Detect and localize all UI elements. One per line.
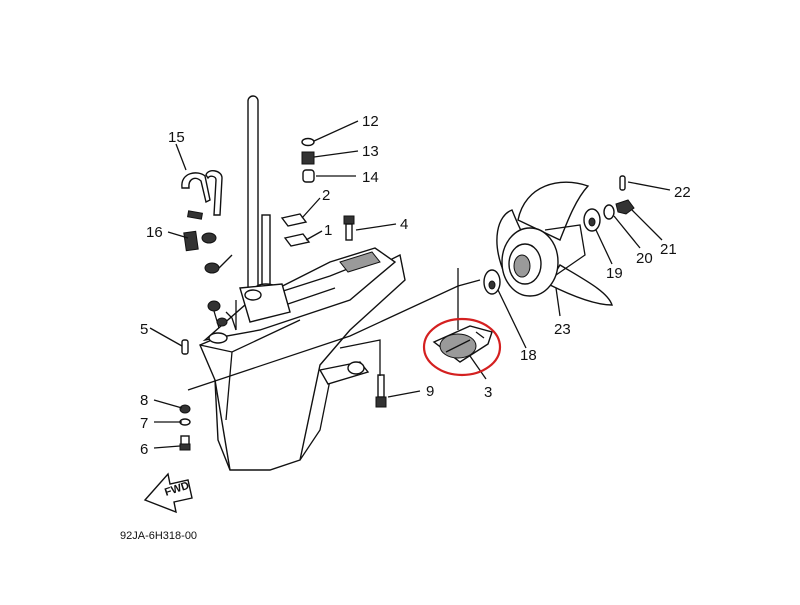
bolt-part-4 <box>343 215 355 241</box>
callout-5: 5 <box>140 321 148 338</box>
callout-20: 20 <box>636 250 653 267</box>
drive-shaft <box>239 95 291 323</box>
callout-9: 9 <box>426 383 434 400</box>
callout-2: 2 <box>322 187 330 204</box>
callout-labels: 15 16 5 8 7 6 12 13 14 2 1 4 9 3 18 23 1… <box>140 113 691 458</box>
callout-15: 15 <box>168 129 185 146</box>
small-parts-cluster <box>183 210 237 344</box>
keys-part-1-2 <box>280 213 311 247</box>
callout-3: 3 <box>484 384 492 401</box>
highlight-circle <box>422 317 502 377</box>
callout-12: 12 <box>362 113 379 130</box>
callout-6: 6 <box>140 441 148 458</box>
propeller-part-23 <box>496 181 613 306</box>
washer-part-18 <box>483 269 501 295</box>
callout-16: 16 <box>146 224 163 241</box>
bolt-part-9 <box>375 374 387 408</box>
pin-part-5 <box>181 339 189 355</box>
anode-part-3 <box>432 325 493 363</box>
prop-hardware-19-22 <box>583 175 635 232</box>
diagram-reference-code: 92JA-6H318-00 <box>120 530 197 542</box>
callout-1: 1 <box>324 222 332 239</box>
callout-18: 18 <box>520 347 537 364</box>
callout-21: 21 <box>660 241 677 258</box>
leader-lines <box>149 120 671 449</box>
callout-19: 19 <box>606 265 623 282</box>
forward-direction-arrow: FWD <box>143 472 193 514</box>
callout-7: 7 <box>140 415 148 432</box>
callout-14: 14 <box>362 169 379 186</box>
callout-13: 13 <box>362 143 379 160</box>
callout-4: 4 <box>400 216 408 233</box>
lower-unit-housing <box>199 247 406 471</box>
callout-23: 23 <box>554 321 571 338</box>
water-tube-part-15 <box>181 170 223 216</box>
callout-22: 22 <box>674 184 691 201</box>
parts-6-7-8 <box>179 404 191 451</box>
stack-parts-12-13-14 <box>301 137 315 183</box>
callout-8: 8 <box>140 392 148 409</box>
